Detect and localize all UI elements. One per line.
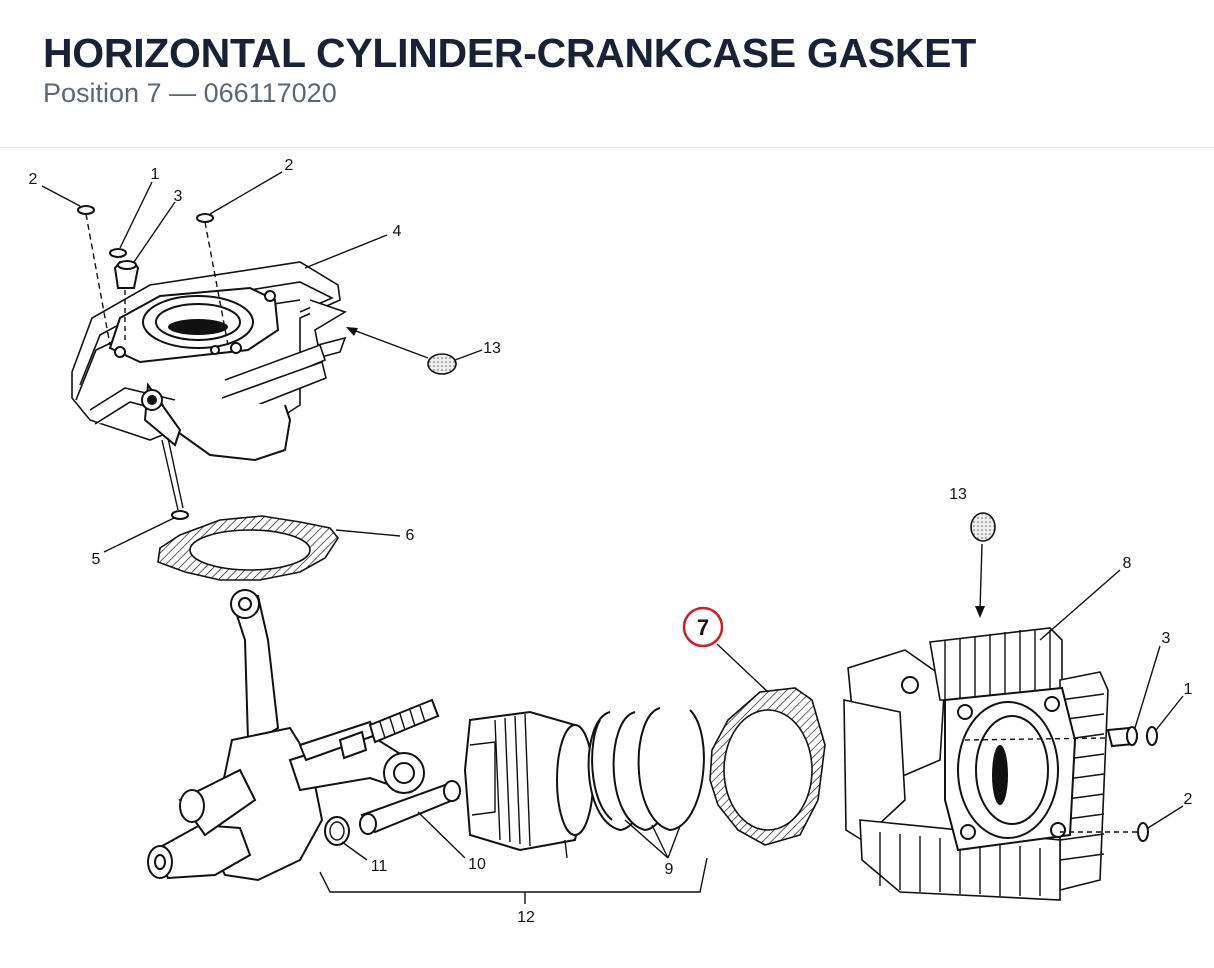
callout-2-b: 2: [285, 157, 294, 174]
upper-fasteners: [77, 205, 229, 520]
plug-13-right: [970, 512, 996, 618]
callout-5: 5: [92, 551, 101, 568]
crankshaft-assembly: [147, 589, 461, 882]
callout-1-a: 1: [151, 166, 160, 183]
callout-8: 8: [1123, 555, 1132, 572]
callout-12: 12: [517, 909, 535, 926]
callout-2-c: 2: [1184, 791, 1193, 808]
piston-rings: [587, 707, 705, 832]
page-header: HORIZONTAL CYLINDER-CRANKCASE GASKET Pos…: [0, 0, 1214, 148]
callout-4: 4: [393, 223, 402, 240]
piston: [463, 710, 594, 859]
callout-9: 9: [665, 861, 674, 878]
cylinder-base-gasket-6: [157, 515, 339, 581]
callout-7: 7: [697, 615, 709, 640]
exploded-parts-diagram: 2 1 3 2 4 13 5 6 13 8 3 1 2 11 10 9 12 7: [0, 148, 1214, 968]
callout-2-a: 2: [29, 171, 38, 188]
vertical-cylinder-head: [71, 261, 347, 511]
highlighted-gasket-7: [709, 687, 826, 846]
plug-13-upper: [346, 327, 457, 375]
callout-13-b: 13: [949, 486, 967, 503]
highlighted-callout-7: 7: [682, 606, 724, 648]
page-title: HORIZONTAL CYLINDER-CRANKCASE GASKET: [43, 30, 976, 76]
callout-11: 11: [371, 858, 388, 875]
leader-lines: [41, 171, 1184, 904]
callout-3-a: 3: [174, 188, 183, 205]
callout-13-a: 13: [483, 340, 501, 357]
part-subtitle: Position 7 — 066117020: [43, 78, 337, 108]
callout-10: 10: [468, 856, 486, 873]
callout-6: 6: [406, 527, 415, 544]
callout-1-b: 1: [1184, 681, 1193, 698]
callout-labels: 2 1 3 2 4 13 5 6 13 8 3 1 2 11 10 9 12: [29, 157, 1193, 926]
callout-3-b: 3: [1162, 630, 1171, 647]
horizontal-cylinder-8: [843, 627, 1158, 901]
highlight-ring: [682, 606, 724, 648]
